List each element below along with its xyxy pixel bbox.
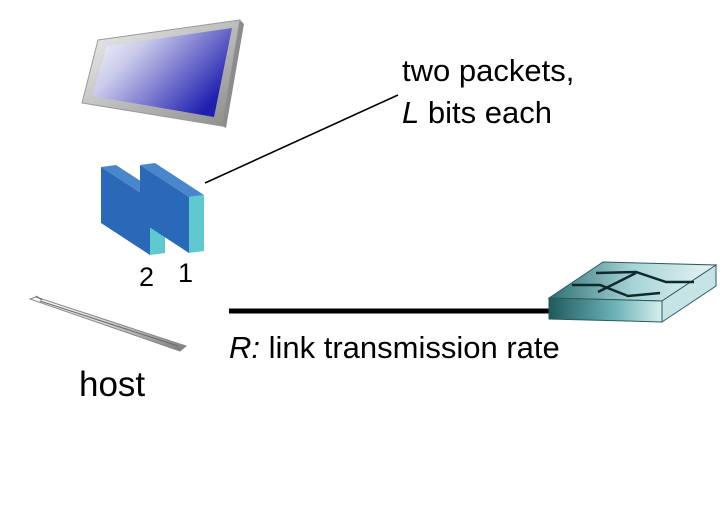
annotation-line-2: L bits each: [402, 97, 552, 128]
link-rate-text: link transmission rate: [260, 330, 560, 365]
annotation-line-2-text: bits each: [419, 95, 552, 130]
annotation-line-1: two packets,: [402, 53, 575, 88]
bits-variable: L: [402, 95, 420, 130]
annotation-pointer-line: [204, 94, 399, 184]
packet-1-label: 1: [178, 258, 194, 288]
keyboard-icon: [28, 295, 188, 352]
monitor-icon: [81, 19, 244, 128]
packet-2-label: 2: [139, 262, 155, 292]
rate-variable: R:: [229, 330, 260, 365]
link-rate-label: R: link transmission rate: [229, 332, 560, 363]
host-label: host: [79, 365, 146, 404]
router-icon: [547, 261, 718, 323]
packet-1-icon: [140, 163, 204, 253]
